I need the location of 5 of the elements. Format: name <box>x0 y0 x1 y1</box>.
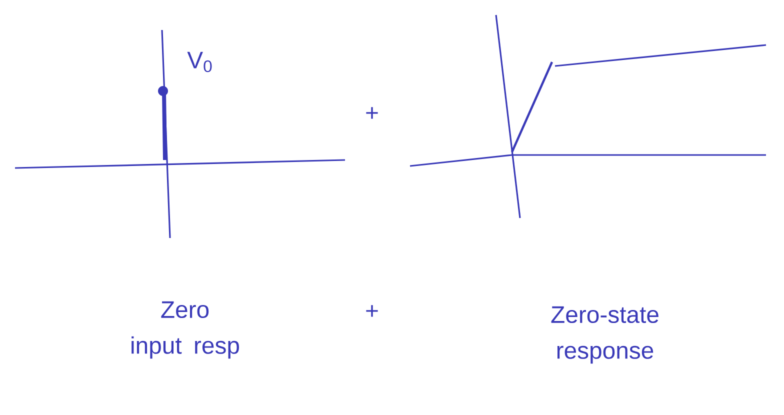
plus-sign: + <box>366 107 378 119</box>
caption-text: Zero-state response <box>551 306 658 364</box>
caption-text: Zero input resp <box>132 301 239 359</box>
plus-sign: + <box>366 305 378 317</box>
amplitude-label: V$_{0}$ <box>187 52 212 72</box>
